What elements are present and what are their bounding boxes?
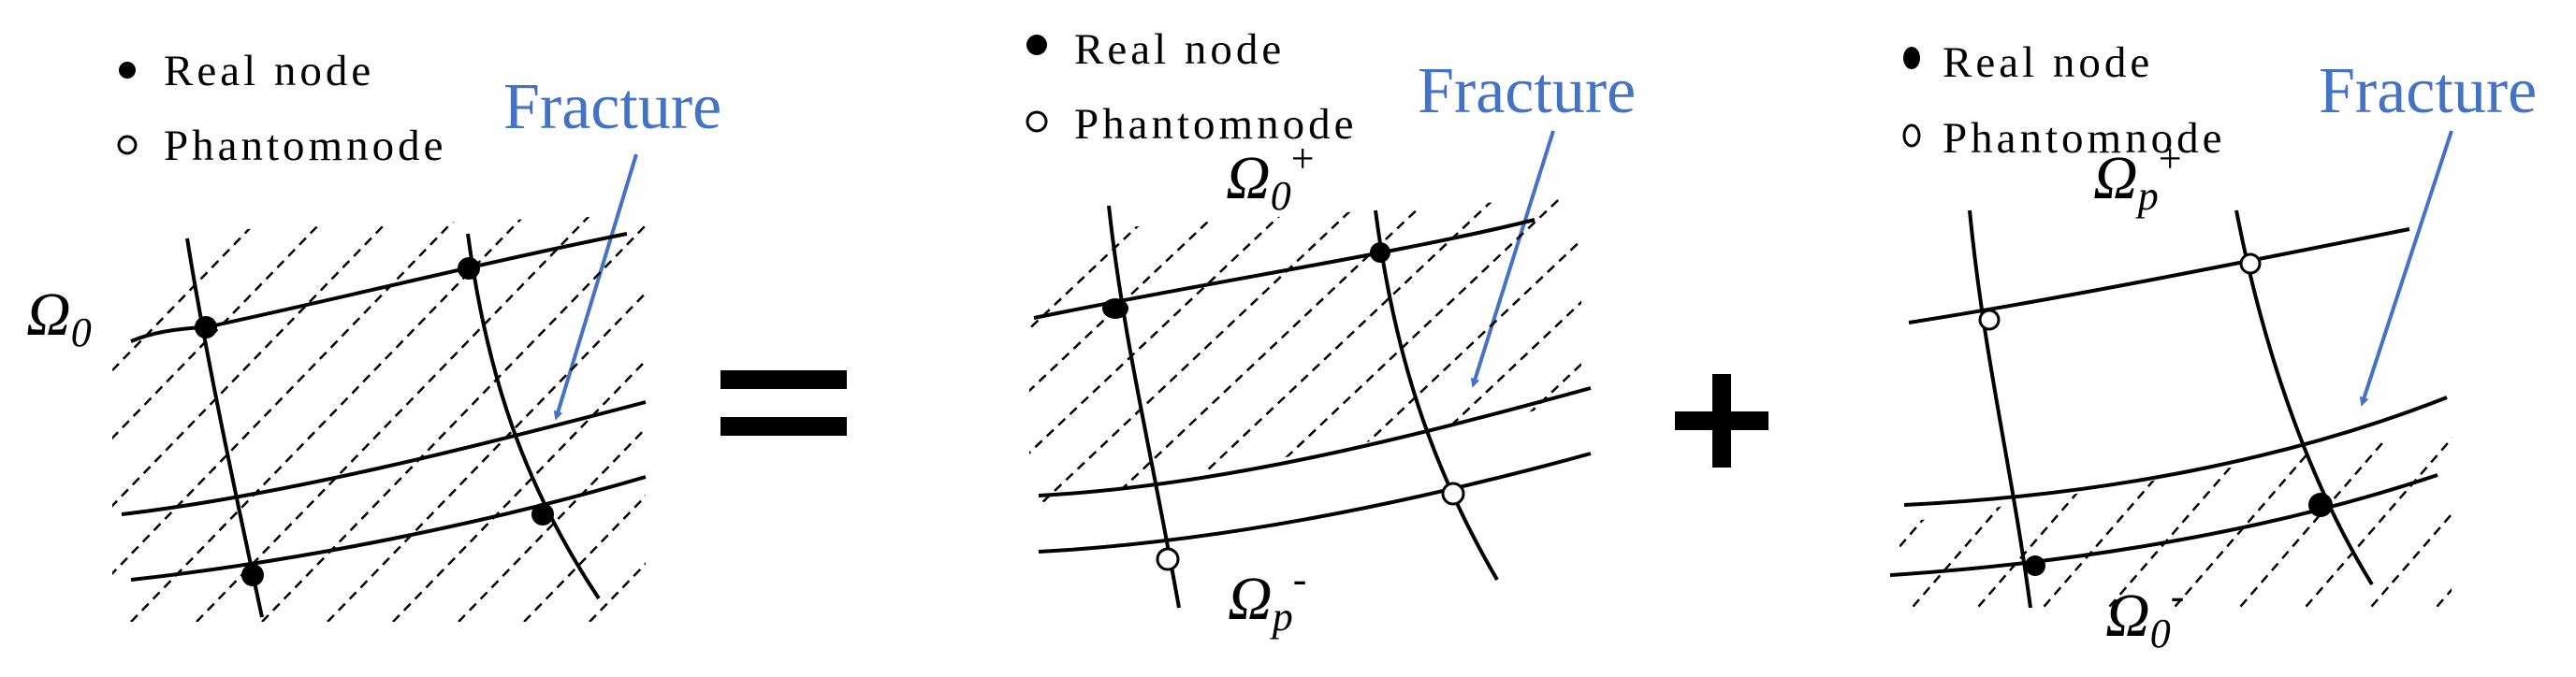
legend-panel-1: Real node Phantomnode: [117, 47, 446, 170]
mesh-lines: [1889, 209, 2448, 609]
real-node-legend-label: Real node: [1943, 38, 2153, 87]
phantom-node: [1441, 482, 1465, 506]
mesh-lines: [1033, 205, 1592, 609]
label-omegap-plus: Ωp+: [2093, 136, 2182, 219]
real-node-legend-label: Real node: [1074, 25, 1285, 74]
phantom-node-legend-marker: [1902, 123, 1921, 148]
real-node: [2025, 555, 2045, 576]
real-node-legend-marker: [1903, 47, 1920, 69]
mesh-nodes: [195, 257, 554, 586]
real-node: [458, 257, 480, 280]
phantom-node-legend-label: Phantomnode: [1943, 114, 2225, 163]
fracture-arrow: [1470, 130, 1555, 388]
real-node: [1102, 298, 1128, 319]
hatch-region: [1029, 196, 1581, 505]
real-node: [2308, 493, 2333, 517]
phantom-node: [1156, 547, 1180, 571]
phantom-node-legend-marker: [117, 135, 138, 155]
mesh-lines: [121, 232, 647, 618]
fracture-arrow: [553, 153, 638, 421]
fracture-label: Fracture: [503, 71, 721, 143]
real-node-legend-marker: [1026, 35, 1047, 55]
fracture-label: Fracture: [1418, 55, 1636, 127]
equals-sign: [720, 370, 847, 436]
real-node: [195, 316, 217, 338]
real-node: [531, 503, 554, 526]
mesh-nodes: [1978, 252, 2333, 576]
real-node: [241, 564, 264, 586]
mesh-nodes: [1102, 242, 1465, 571]
phantom-node: [2239, 252, 2262, 275]
phantom-node-legend-marker: [1026, 110, 1048, 133]
domain-label-omega0: Ω0: [26, 281, 92, 355]
panel-original: Real node Phantomnode Fracture: [26, 47, 721, 622]
real-node: [1370, 242, 1390, 263]
label-omegap-minus: Ωp-: [1228, 556, 1306, 640]
panel-upper-part: Real node Phantomnode Fracture Ω0+: [1026, 25, 1636, 640]
legend-panel-3: Real node Phantomnode: [1902, 38, 2225, 163]
label-omega0-plus: Ω0+: [1226, 136, 1315, 219]
legend-panel-2: Real node Phantomnode: [1026, 25, 1357, 149]
plus-sign: [1675, 374, 1768, 468]
panel-lower-part: Real node Phantomnode Fracture Ωp+: [1889, 38, 2537, 656]
phantom-node-legend-label: Phantomnode: [164, 122, 446, 170]
real-node-legend-label: Real node: [164, 47, 374, 95]
fracture-arrow: [2359, 130, 2453, 407]
phantom-node-legend-label: Phantomnode: [1074, 100, 1357, 149]
fracture-label: Fracture: [2319, 55, 2537, 127]
phantom-node: [1978, 309, 2001, 331]
label-omega0-minus: Ω0-: [2105, 573, 2184, 656]
real-node-legend-marker: [119, 62, 136, 79]
